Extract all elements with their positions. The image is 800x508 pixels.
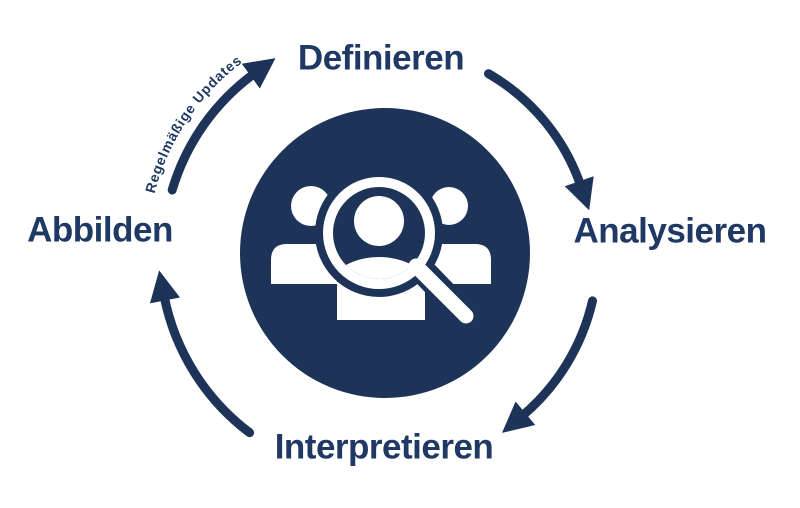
step-label-interpretieren: Interpretieren [274,427,494,467]
step-label-analysieren: Analysieren [573,211,767,251]
center-person-head [354,196,404,246]
arrow-interpretieren-to-abbilden [149,270,255,438]
people-search-icon [271,169,491,333]
arrow-analysieren-to-interpretieren [501,296,597,433]
arrow-abbilden-to-definieren [167,58,276,195]
step-label-abbilden: Abbilden [27,210,173,250]
arc-annotation: Regelmäßige Updates [142,52,245,195]
arc-annotation-text: Regelmäßige Updates [142,52,244,195]
center-badge [240,108,530,398]
arrow-definieren-to-analysieren [484,69,594,211]
step-label-definieren: Definieren [297,38,465,78]
magnifier-handle [408,258,474,324]
